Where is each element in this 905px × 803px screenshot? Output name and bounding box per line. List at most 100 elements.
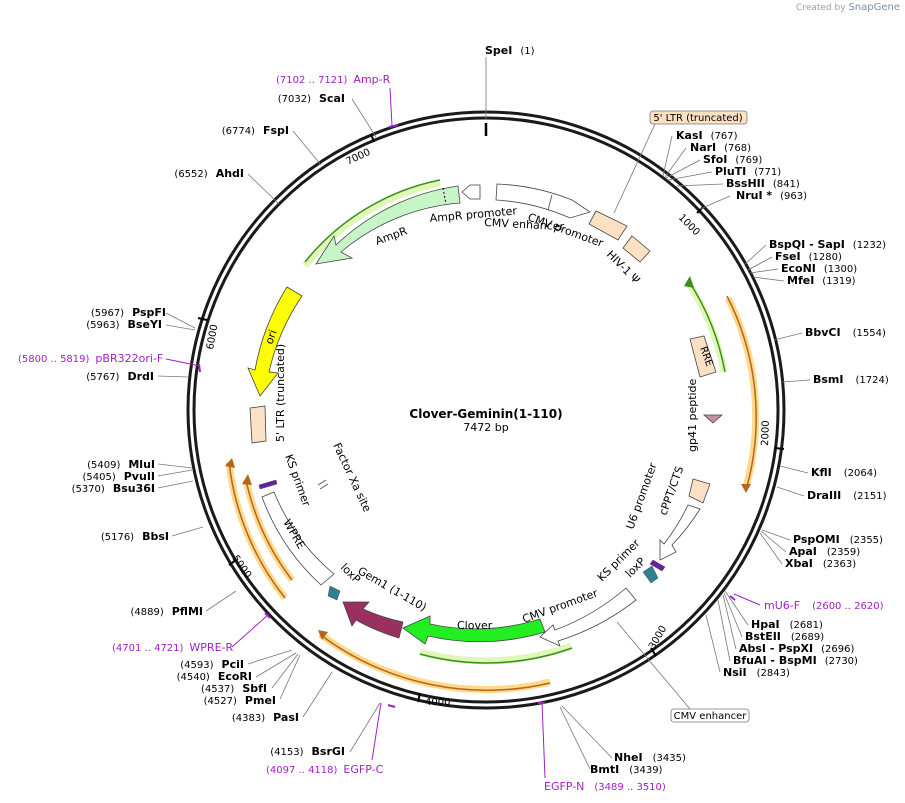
site-pasi: (4383)PasI bbox=[232, 711, 299, 724]
site-apai: ApaI(2359) bbox=[789, 545, 860, 558]
site-pcii: (4593)PciI bbox=[180, 658, 244, 671]
leader-mfei bbox=[752, 276, 785, 282]
leader-ahdi bbox=[247, 173, 280, 205]
leader-nari bbox=[664, 147, 687, 178]
loxp-right-arrow bbox=[642, 565, 659, 584]
ks-primer-left-marker bbox=[258, 479, 278, 490]
primer-marker-egfpc bbox=[387, 704, 396, 708]
orange-arc-left-outer bbox=[228, 461, 286, 599]
cmv-bottom-arrow bbox=[539, 587, 637, 647]
leader-pspomi bbox=[761, 529, 791, 541]
plasmid-name: Clover-Geminin(1-110) bbox=[409, 407, 562, 421]
leader-pluti bbox=[667, 171, 713, 181]
green-arc-right bbox=[685, 280, 728, 373]
clover-highlight-line bbox=[419, 647, 573, 664]
orange-arc-left-inner bbox=[245, 479, 293, 581]
site-econi: EcoNI(1300) bbox=[781, 262, 857, 275]
primer-marker-ampr bbox=[388, 124, 399, 128]
orange-arc-left-inner-head bbox=[242, 474, 252, 485]
primer-line-ampr bbox=[389, 87, 393, 127]
site-mlui: (5409)MluI bbox=[87, 458, 155, 471]
ampr-arrow bbox=[315, 185, 461, 265]
label-loxp-left: loxP bbox=[338, 561, 363, 586]
leader-sfoi bbox=[665, 159, 701, 179]
snapgene-credit: Created by SnapGene bbox=[796, 2, 900, 13]
leader-bsrgi bbox=[349, 702, 381, 753]
leader-nrui bbox=[699, 195, 731, 210]
leader-mlui bbox=[157, 463, 193, 469]
orange-arc-right bbox=[724, 296, 760, 488]
tick-label-4000: 4000 bbox=[425, 697, 450, 708]
site-bmti: BmtI(3439) bbox=[590, 763, 663, 776]
leader-bsmi bbox=[781, 379, 811, 383]
leader-pcii bbox=[247, 649, 293, 665]
wpre-arrow bbox=[261, 491, 335, 586]
site-mfei: MfeI(1319) bbox=[787, 274, 856, 287]
leader-bbsi bbox=[171, 526, 204, 537]
primer-marker-mu6 bbox=[729, 595, 736, 601]
label-ori: ori bbox=[263, 328, 280, 346]
primer-wpre: (4701 .. 4721)WPRE-R bbox=[112, 641, 233, 654]
site-bspqi: BspQI - SapI(1232) bbox=[769, 238, 886, 251]
label-factor-xa: Factor Xa site bbox=[330, 441, 373, 515]
leader-bseyi bbox=[165, 324, 196, 331]
tick-6000 bbox=[197, 317, 208, 321]
ori-arrow bbox=[247, 286, 303, 397]
ampr-highlight-arc bbox=[302, 179, 441, 269]
ltr-left-box bbox=[249, 405, 267, 444]
clover-arrow bbox=[402, 615, 546, 645]
gem1-arrow bbox=[342, 601, 404, 639]
leader-sbfi bbox=[271, 653, 299, 689]
site-bfuai: BfuAI - BspMI(2730) bbox=[733, 654, 858, 667]
leader-nhei bbox=[561, 705, 613, 759]
site-spei: SpeI(1) bbox=[485, 44, 535, 57]
cppt-box bbox=[688, 478, 711, 504]
leader-bsshii bbox=[675, 183, 724, 187]
leader-apai bbox=[760, 530, 787, 553]
credit-text: Created by bbox=[796, 3, 846, 13]
leader-bspqi bbox=[743, 244, 767, 266]
primer-marker-pbr322 bbox=[198, 363, 201, 373]
label-ltr-left: 5' LTR (truncated) bbox=[274, 344, 287, 442]
leader-kfli bbox=[779, 465, 809, 474]
tick-4000 bbox=[417, 692, 421, 703]
tick-label-1000: 1000 bbox=[676, 212, 702, 238]
site-bbsi: (5176)BbsI bbox=[101, 530, 169, 543]
tick-2000 bbox=[774, 447, 785, 450]
site-bsu36i: (5370)Bsu36I bbox=[72, 482, 155, 495]
leader-pspfi bbox=[165, 312, 196, 329]
ampr-divider bbox=[442, 187, 447, 205]
site-drdi: (5767)DrdI bbox=[86, 370, 154, 383]
ks-primer-right-marker bbox=[649, 559, 666, 572]
site-nari: NarI(768) bbox=[690, 141, 751, 154]
primer-egfpn: EGFP-N(3489 .. 3510) bbox=[544, 780, 666, 793]
site-bsteii: BstEII(2689) bbox=[745, 630, 824, 643]
plasmid-size: 7472 bp bbox=[463, 421, 508, 434]
orange-arc-bottom-head bbox=[318, 630, 328, 640]
primer-marker-wpre bbox=[264, 612, 271, 619]
label-cmv-enhancer-top: CMV enhancer bbox=[484, 216, 565, 233]
orange-arc-right-head bbox=[741, 484, 751, 493]
leader-absi bbox=[722, 594, 737, 650]
primer-ampr: (7102 .. 7121)Amp-R bbox=[276, 73, 391, 86]
ltr-callout-line bbox=[613, 123, 656, 214]
primer-line-wpre bbox=[231, 613, 270, 648]
site-kasi: KasI(767) bbox=[676, 129, 738, 142]
tick-label-2000: 2000 bbox=[760, 420, 772, 446]
loxp-left-arrow bbox=[327, 585, 341, 601]
rre-box bbox=[689, 335, 717, 378]
site-pvuii: (5405)PvuII bbox=[82, 470, 155, 483]
site-nsii: NsiI(2843) bbox=[723, 666, 790, 679]
label-clover: Clover bbox=[457, 619, 493, 632]
label-ampr: AmpR bbox=[374, 224, 410, 248]
site-ahdi: (6552)AhdI bbox=[174, 167, 244, 180]
green-arc-right-head bbox=[684, 276, 694, 288]
tick-label-6000: 6000 bbox=[205, 324, 220, 351]
label-ks-primer-left: KS primer bbox=[282, 453, 313, 509]
site-hpai: HpaI(2681) bbox=[751, 618, 823, 631]
clover-highlight-arc bbox=[419, 642, 573, 665]
primer-mu6: mU6-F(2600 .. 2620) bbox=[764, 599, 884, 612]
site-bbvci: BbvCI(1554) bbox=[805, 326, 886, 339]
leader-bfuai bbox=[717, 599, 731, 662]
